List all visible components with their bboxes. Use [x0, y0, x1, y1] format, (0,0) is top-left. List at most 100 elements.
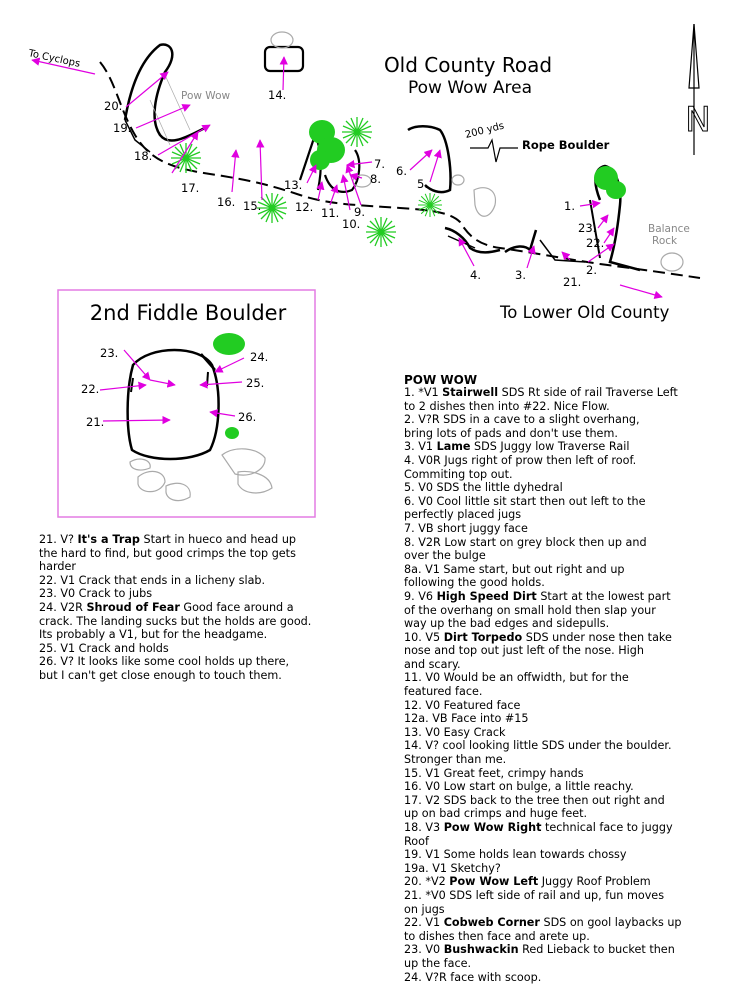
route-line: to 2 dishes then into #22. Nice Flow.: [404, 400, 682, 414]
route-text: Stronger than me.: [404, 753, 507, 767]
route-text: 11. V0 Would be an offwidth, but for the: [404, 671, 629, 685]
route-text: 15. V1 Great feet, crimpy hands: [404, 766, 584, 780]
route-line: of the overhang on small hold then slap …: [404, 604, 682, 618]
rope-boulder-label: Rope Boulder: [522, 138, 610, 152]
route-text: 23. V0: [404, 943, 444, 957]
route-text: 5. V0 SDS the little dyhedral: [404, 481, 563, 495]
route-line: 20. *V2 Pow Wow Left Juggy Roof Problem: [404, 875, 682, 889]
route-line: 8. V2R Low start on grey block then up a…: [404, 536, 682, 550]
route-line: 17. V2 SDS back to the tree then out rig…: [404, 794, 682, 808]
route-line: 22. V1 Cobweb Corner SDS on gool layback…: [404, 916, 682, 930]
problem-label: 17.: [181, 181, 199, 195]
route-text: following the good holds.: [404, 576, 545, 590]
route-line: bring lots of pads and don't use them.: [404, 427, 682, 441]
route-text: Roof: [404, 834, 429, 848]
inset-arrows: [99, 349, 245, 425]
route-line: 22. V1 Crack that ends in a licheny slab…: [39, 574, 311, 588]
problem-label: 3.: [515, 268, 526, 282]
inset-boulder: [126, 348, 220, 461]
route-line: 26. V? It looks like some cool holds up …: [39, 655, 311, 669]
route-text: perfectly placed jugs: [404, 508, 522, 522]
route-text: 12. V0 Featured face: [404, 698, 521, 712]
route-line: 15. V1 Great feet, crimpy hands: [404, 767, 682, 781]
route-line: to dishes then face and arete up.: [404, 930, 682, 944]
route-line: Its probably a V1, but for the headgame.: [39, 628, 311, 642]
problem-label: 5.: [417, 177, 428, 191]
route-line: 23. V0 Bushwackin Red Lieback to bucket …: [404, 943, 682, 957]
problem-label: 20.: [104, 99, 122, 113]
route-text: 10. V5: [404, 630, 444, 644]
inset-rocks: [129, 448, 273, 502]
route-line: 25. V1 Crack and holds: [39, 642, 311, 656]
route-text: 4. V0R Jugs right of prow then left of r…: [404, 453, 637, 467]
route-text: 17. V2 SDS back to the tree then out rig…: [404, 793, 665, 807]
route-line: perfectly placed jugs: [404, 508, 682, 522]
route-text: 25. V1 Crack and holds: [39, 641, 169, 655]
route-text: Good face around a: [179, 600, 294, 614]
route-line: 6. V0 Cool little sit start then out lef…: [404, 495, 682, 509]
route-name: Pow Wow Left: [449, 875, 539, 889]
route-line: 3. V1 Lame SDS Juggy low Traverse Rail: [404, 440, 682, 454]
route-line: crack. The landing sucks but the holds a…: [39, 615, 311, 629]
route-line: 21. *V0 SDS left side of rail and up, fu…: [404, 889, 682, 903]
route-text: 21. *V0 SDS left side of rail and up, fu…: [404, 888, 665, 902]
section-title-pow-wow: POW WOW: [404, 373, 478, 387]
route-text: 26. V? It looks like some cool holds up …: [39, 655, 290, 669]
boulder-2nd-fiddle-left: [589, 199, 601, 259]
route-line: 19a. V1 Sketchy?: [404, 862, 682, 876]
problem-label: 1.: [564, 199, 575, 213]
route-text: 8a. V1 Same start, but out right and up: [404, 562, 625, 576]
inset-label: 26.: [238, 410, 256, 424]
route-text: and scary.: [404, 657, 461, 671]
route-line: 21. V? It's a Trap Start in hueco and he…: [39, 533, 311, 547]
route-line: 14. V? cool looking little SDS under the…: [404, 739, 682, 753]
problem-label: 23.: [578, 221, 596, 235]
route-line: 12a. VB Face into #15: [404, 712, 682, 726]
route-text: 2. V?R SDS in a cave to a slight overhan…: [404, 413, 640, 427]
route-line: harder: [39, 560, 311, 574]
problem-label: 16.: [217, 195, 235, 209]
route-text: 13. V0 Easy Crack: [404, 725, 506, 739]
route-text: nose and top out just left of the nose. …: [404, 644, 644, 658]
boulder-2: [504, 229, 538, 254]
route-text: Its probably a V1, but for the headgame.: [39, 628, 268, 642]
problem-label: 6.: [396, 164, 407, 178]
route-line: on jugs: [404, 903, 682, 917]
pow-wow-area-label: Pow Wow: [181, 90, 230, 102]
route-text: 22. V1: [404, 916, 444, 930]
route-name: Pow Wow Right: [443, 821, 542, 834]
problem-arrows: [125, 56, 615, 269]
route-line: Stronger than me.: [404, 753, 682, 767]
route-text: SDS on gool laybacks up: [539, 916, 682, 930]
north-letter: N: [685, 100, 710, 140]
to-lower-arrow: [619, 284, 663, 299]
route-line: over the bulge: [404, 549, 682, 563]
route-line: 2. V?R SDS in a cave to a slight overhan…: [404, 413, 682, 427]
route-text: but I can't get close enough to touch th…: [39, 668, 282, 682]
problem-label: 22.: [586, 236, 604, 250]
route-text: 8. V2R Low start on grey block then up a…: [404, 535, 647, 549]
route-text: bring lots of pads and don't use them.: [404, 426, 618, 440]
route-text: 14. V? cool looking little SDS under the…: [404, 739, 672, 753]
inset-label: 24.: [250, 350, 268, 364]
route-name: Cobweb Corner: [443, 916, 540, 930]
route-text: SDS Rt side of rail Traverse Left: [498, 386, 678, 399]
route-line: featured face.: [404, 685, 682, 699]
route-line: up on bad crimps and huge feet.: [404, 807, 682, 821]
route-line: 12. V0 Featured face: [404, 699, 682, 713]
route-line: way up the bad edges and sidepulls.: [404, 617, 682, 631]
route-text: to 2 dishes then into #22. Nice Flow.: [404, 399, 610, 413]
route-name: Shroud of Fear: [86, 600, 180, 614]
problem-label: 19.: [113, 121, 131, 135]
route-text: to dishes then face and arete up.: [404, 929, 590, 943]
route-line: 16. V0 Low start on bulge, a little reac…: [404, 780, 682, 794]
route-line: Commiting top out.: [404, 468, 682, 482]
route-text: 1. *V1: [404, 386, 443, 399]
route-text: 23. V0 Crack to jubs: [39, 587, 153, 601]
north-arrow-icon: [688, 23, 700, 155]
route-line: following the good holds.: [404, 576, 682, 590]
route-text: up the face.: [404, 956, 472, 970]
problem-label: 8.: [370, 172, 381, 186]
route-text: on jugs: [404, 902, 445, 916]
